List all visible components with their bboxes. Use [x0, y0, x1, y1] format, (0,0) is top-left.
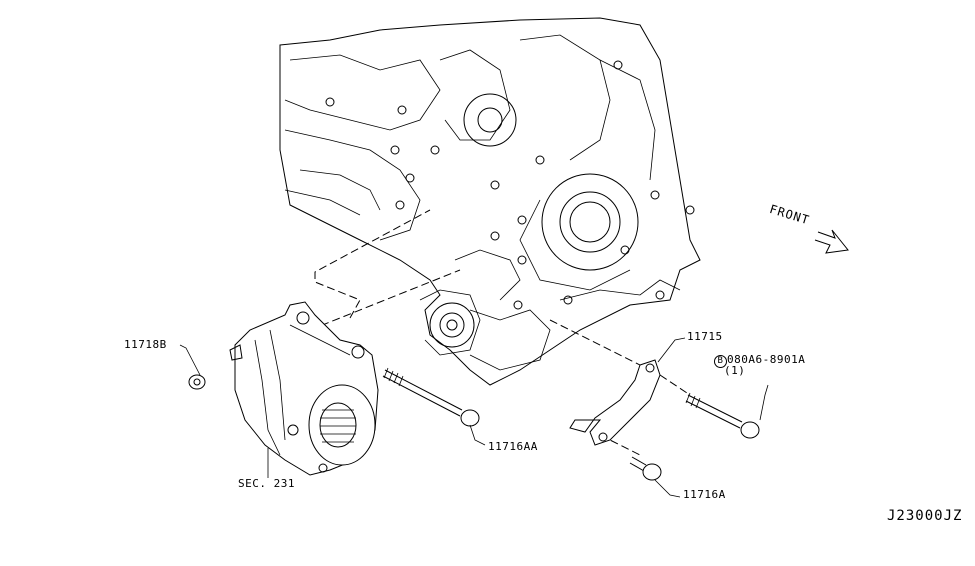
part-quantity: (1): [724, 364, 746, 377]
diagram-reference-code: J23000JZ: [887, 508, 963, 524]
bracket-11715: [569, 337, 686, 446]
nut-11718B: [179, 344, 206, 390]
part-label-11716A: 11716A: [683, 488, 726, 501]
alternator: [229, 301, 379, 476]
part-number: 080A6-8901A: [727, 353, 806, 366]
engine-block: [279, 17, 701, 386]
short-bolt-11716A: [629, 456, 681, 498]
long-bolt-11716AA: [382, 367, 486, 446]
part-label-11716AA: 11716AA: [488, 440, 538, 453]
front-arrow-icon: [814, 229, 849, 254]
part-label-sec-231: SEC. 231: [238, 477, 295, 490]
b-marker-icon: B: [714, 355, 727, 368]
bolt-080A6-8901A: [685, 384, 769, 439]
part-label-11718B: 11718B: [124, 338, 167, 351]
part-label-11715: 11715: [687, 330, 723, 343]
